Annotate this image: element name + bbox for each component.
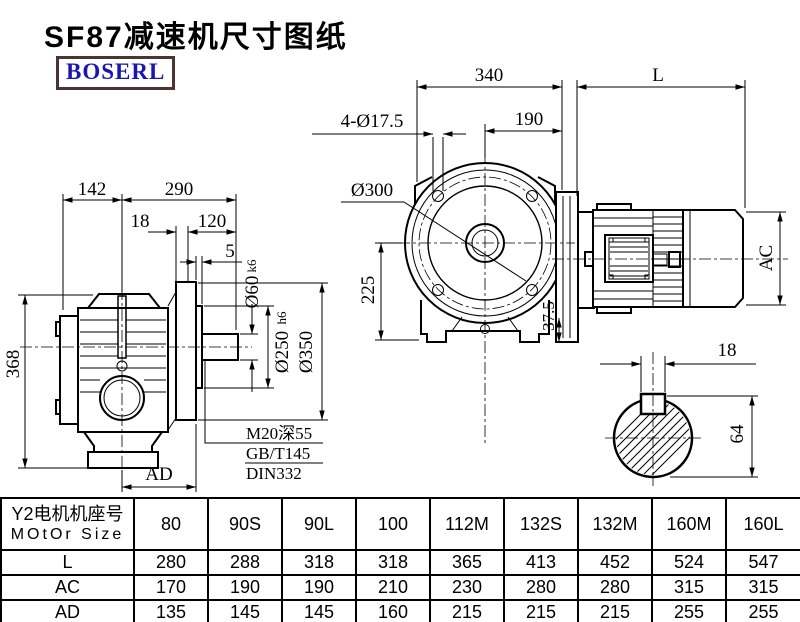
table-cell: 135 bbox=[133, 599, 209, 622]
motor-size-table: Y2电机机座号 MOtOr Size 80 90S 90L 100 112M 1… bbox=[0, 497, 800, 622]
table-col-header: 132S bbox=[503, 497, 579, 551]
table-cell: 452 bbox=[577, 549, 653, 576]
front-view bbox=[398, 152, 788, 444]
note-din-standard: DIN332 bbox=[246, 464, 302, 483]
table-header-en: MOtOr Size bbox=[10, 526, 125, 543]
gearbox-top-cover bbox=[85, 293, 163, 309]
bolt-hole bbox=[432, 190, 444, 202]
gearbox-body bbox=[77, 307, 169, 433]
dimension-drawing: 142 290 18 120 5 Ø60 k6 Ø250 h6 Ø350 368… bbox=[3, 65, 788, 492]
dim-L: L bbox=[652, 65, 664, 86]
table-row: AD 135 145 145 160 215 215 215 255 255 bbox=[0, 599, 800, 622]
gearbox-base bbox=[87, 451, 159, 469]
dim-225: 225 bbox=[358, 276, 379, 305]
dim-ac: AC bbox=[756, 245, 777, 271]
dim-spigot-dia: Ø250 bbox=[272, 331, 293, 373]
table-row-label: AD bbox=[0, 599, 135, 622]
motor bbox=[584, 203, 744, 314]
dim-shaft-dia: Ø60 bbox=[242, 276, 263, 309]
dim-340: 340 bbox=[475, 65, 504, 86]
table-row: L 280 288 318 318 365 413 452 524 547 bbox=[0, 549, 800, 576]
dim-ad: AD bbox=[145, 464, 172, 485]
left-view bbox=[20, 281, 252, 480]
table-row-label: L bbox=[0, 549, 135, 576]
table-col-header: 80 bbox=[133, 497, 209, 551]
table-cell: 318 bbox=[281, 549, 357, 576]
boserl-logo: BOSERL bbox=[56, 56, 176, 90]
table-cell: 365 bbox=[429, 549, 505, 576]
dim-18: 18 bbox=[131, 211, 150, 232]
dim-190: 190 bbox=[515, 109, 544, 130]
table-cell: 280 bbox=[503, 574, 579, 601]
dim-spigot-tol: h6 bbox=[274, 311, 289, 325]
dim-5: 5 bbox=[225, 241, 235, 262]
dim-key-width: 18 bbox=[718, 340, 737, 361]
table-cell: 230 bbox=[429, 574, 505, 601]
table-cell: 288 bbox=[207, 549, 283, 576]
table-header-row: Y2电机机座号 MOtOr Size 80 90S 90L 100 112M 1… bbox=[0, 497, 800, 551]
bolt-hole bbox=[526, 190, 538, 202]
table-col-header: 90S bbox=[207, 497, 283, 551]
table-cell: 315 bbox=[651, 574, 727, 601]
table-cell: 215 bbox=[429, 599, 505, 622]
dim-120: 120 bbox=[198, 211, 227, 232]
table-cell: 170 bbox=[133, 574, 209, 601]
table-cell: 280 bbox=[577, 574, 653, 601]
table-cell: 145 bbox=[281, 599, 357, 622]
gearbox-end-plate bbox=[59, 315, 79, 425]
table-cell: 547 bbox=[725, 549, 800, 576]
table-cell: 280 bbox=[133, 549, 209, 576]
dim-shaft-tol: k6 bbox=[244, 259, 259, 273]
dim-flange-dia: Ø350 bbox=[296, 331, 317, 373]
page-title: SF87减速机尺寸图纸 bbox=[44, 21, 348, 54]
table-col-header: 112M bbox=[429, 497, 505, 551]
table-col-header: 160M bbox=[651, 497, 727, 551]
table-col-header: 160L bbox=[725, 497, 800, 551]
note-gb-standard: GB/T145 bbox=[246, 444, 310, 463]
dim-shaft-height: 64 bbox=[727, 424, 748, 444]
bolt-hole bbox=[526, 284, 538, 296]
table-cell: 210 bbox=[355, 574, 431, 601]
table-row: AC 170 190 190 210 230 280 280 315 315 bbox=[0, 574, 800, 601]
dim-368: 368 bbox=[3, 350, 24, 379]
table-col-header: 90L bbox=[281, 497, 357, 551]
table-cell: 215 bbox=[577, 599, 653, 622]
table-cell: 215 bbox=[503, 599, 579, 622]
bolt-hole bbox=[432, 284, 444, 296]
boserl-logo-text: BOSERL bbox=[66, 59, 166, 84]
table-cell: 318 bbox=[355, 549, 431, 576]
left-view-dimensions: 142 290 18 120 5 Ø60 k6 Ø250 h6 Ø350 368… bbox=[3, 179, 328, 492]
motor-fan-cover bbox=[682, 209, 744, 308]
dim-bolt-circle: Ø300 bbox=[351, 180, 393, 201]
table-col-header: 132M bbox=[577, 497, 653, 551]
table-col-header: 100 bbox=[355, 497, 431, 551]
table-cell: 315 bbox=[725, 574, 800, 601]
table-cell: 255 bbox=[651, 599, 727, 622]
dim-142: 142 bbox=[78, 179, 107, 200]
dim-37-5: 37.5 bbox=[539, 301, 558, 331]
table-header-cn: Y2电机机座号 bbox=[11, 504, 124, 524]
table-header-motor-size: Y2电机机座号 MOtOr Size bbox=[0, 497, 135, 551]
shaft-section: 18 64 bbox=[600, 340, 758, 486]
dim-290: 290 bbox=[165, 179, 194, 200]
gearbox-foot bbox=[82, 431, 164, 453]
table-cell: 413 bbox=[503, 549, 579, 576]
table-cell: 160 bbox=[355, 599, 431, 622]
note-tap-hole: M20深55 bbox=[246, 424, 312, 443]
table-row-label: AC bbox=[0, 574, 135, 601]
output-flange bbox=[175, 281, 197, 421]
dim-bolt-holes: 4-Ø17.5 bbox=[341, 111, 404, 132]
front-view-dimensions: 340 L 190 4-Ø17.5 Ø300 225 37.5 AC bbox=[312, 65, 786, 342]
table-cell: 145 bbox=[207, 599, 283, 622]
table-cell: 190 bbox=[281, 574, 357, 601]
table-cell: 190 bbox=[207, 574, 283, 601]
table-cell: 255 bbox=[725, 599, 800, 622]
table-cell: 524 bbox=[651, 549, 727, 576]
